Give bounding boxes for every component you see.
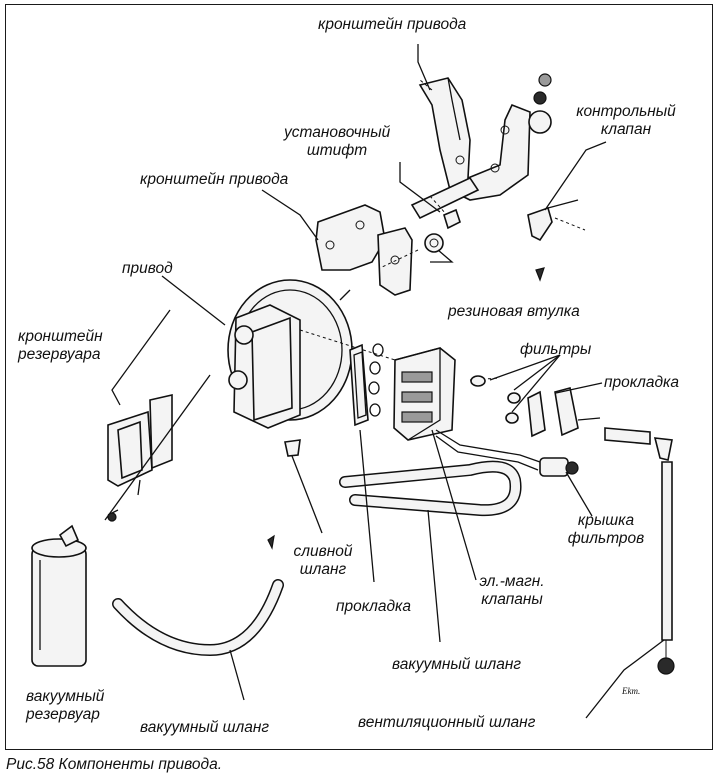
label-reservoir-bracket: кронштейн резервуара xyxy=(18,328,103,364)
solenoid-valves xyxy=(393,347,579,477)
label-rubber-bushing: резиновая втулка xyxy=(448,303,580,320)
actuator-bracket-top xyxy=(410,73,552,220)
label-reservoir-bracket-line2: резервуара xyxy=(18,346,101,363)
label-filter-cover-line2: фильтров xyxy=(567,530,645,547)
reservoir-bracket xyxy=(107,393,173,522)
label-reservoir-bracket-line1: кронштейн xyxy=(18,328,103,345)
label-locating-pin-line1: установочный xyxy=(284,124,391,141)
label-solenoid-valves-line2: клапаны xyxy=(481,591,543,608)
check-valve xyxy=(527,199,586,242)
label-solenoid-valves: эл.-магн. клапаны xyxy=(464,573,560,609)
o-rings xyxy=(368,343,384,417)
label-actuator-bracket-top: кронштейн привода xyxy=(318,16,467,33)
label-vacuum-reservoir-line1: вакуумный xyxy=(26,688,105,705)
vent-hose xyxy=(604,427,675,675)
label-vacuum-hose-arc: вакуумный шланг xyxy=(140,719,270,736)
label-locating-pin-line2: штифт xyxy=(306,142,368,159)
figure-caption: Рис.58 Компоненты привода. xyxy=(6,756,223,773)
label-drain-hose: сливной шланг xyxy=(284,543,362,579)
label-vent-hose: вентиляционный шланг xyxy=(358,714,536,731)
vacuum-hose-arc xyxy=(112,579,284,657)
label-filter-cover: крышка фильтров xyxy=(556,512,656,548)
leader-lines xyxy=(104,44,665,719)
label-actuator-bracket-left: кронштейн привода xyxy=(140,171,289,188)
vacuum-hose-loop xyxy=(339,460,522,517)
label-solenoid-valves-line1: эл.-магн. xyxy=(479,573,545,590)
label-vacuum-hose-loop: вакуумный шланг xyxy=(392,656,522,673)
label-locating-pin: установочный штифт xyxy=(284,124,390,160)
actuator xyxy=(227,279,396,429)
rubber-bushing xyxy=(379,233,444,269)
label-actuator: привод xyxy=(122,260,173,277)
label-check-valve: контрольный клапан xyxy=(572,103,680,139)
label-filters: фильтры xyxy=(520,341,592,358)
drain-hose xyxy=(284,439,301,457)
label-drain-hose-line2: шланг xyxy=(299,561,347,578)
label-check-valve-line2: клапан xyxy=(600,121,652,138)
label-gasket: прокладка xyxy=(336,598,411,615)
label-vacuum-reservoir-line2: резервуар xyxy=(26,706,100,723)
filters xyxy=(469,375,521,424)
label-vacuum-reservoir: вакуумный резервуар xyxy=(26,688,104,724)
vacuum-reservoir xyxy=(31,524,87,667)
label-filter-gasket: прокладка xyxy=(604,374,679,391)
locating-pin xyxy=(429,195,461,230)
artist-signature: Ekm. xyxy=(621,686,640,696)
label-drain-hose-line1: сливной xyxy=(293,543,353,560)
gasket-actuator xyxy=(349,343,369,427)
actuator-bracket-left xyxy=(315,204,413,296)
filter-cover xyxy=(527,387,601,438)
label-filter-cover-line1: крышка xyxy=(577,512,635,529)
figure-frame xyxy=(5,4,713,750)
label-check-valve-line1: контрольный xyxy=(576,103,676,120)
